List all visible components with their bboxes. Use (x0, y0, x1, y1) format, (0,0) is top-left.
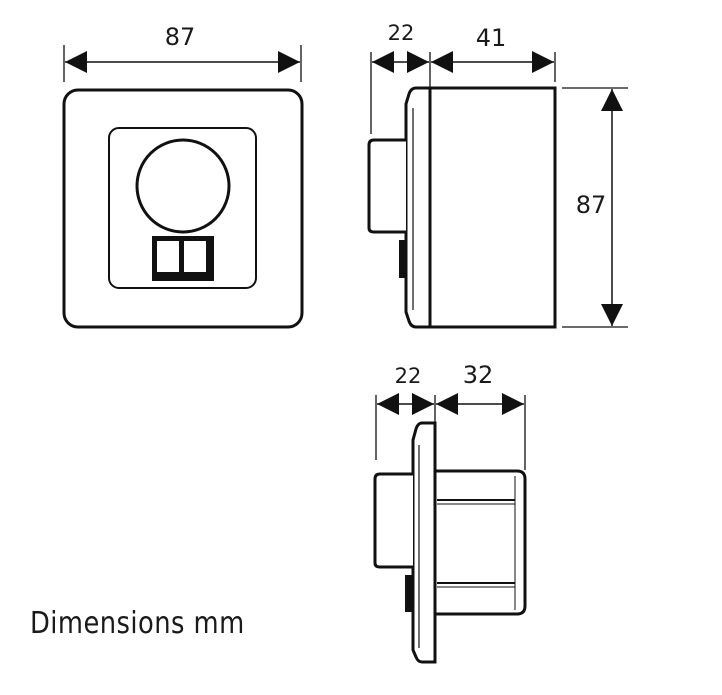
surface-depth-dimensions: 22 41 (370, 21, 556, 134)
front-width-label: 87 (165, 23, 196, 51)
side-view-surface: 22 41 87 (367, 21, 628, 329)
flush-depth-dimensions: 22 32 (375, 361, 526, 470)
flush-box (433, 469, 527, 616)
surface-height-label: 87 (576, 191, 607, 219)
surface-body-depth-label: 41 (476, 24, 507, 52)
knob-circle (135, 138, 231, 234)
flush-body-depth-label: 32 (463, 361, 494, 389)
front-view: 87 (62, 23, 304, 329)
surface-housing (428, 86, 557, 329)
rocker-switch (152, 236, 214, 281)
dimensions-caption: Dimensions mm (30, 606, 245, 641)
flush-front-depth-label: 22 (395, 364, 422, 388)
side-view-flush: 22 32 (373, 361, 527, 664)
surface-height-dimension: 87 (562, 87, 628, 328)
surface-front-depth-label: 22 (388, 21, 415, 45)
front-width-dimension: 87 (63, 23, 302, 82)
